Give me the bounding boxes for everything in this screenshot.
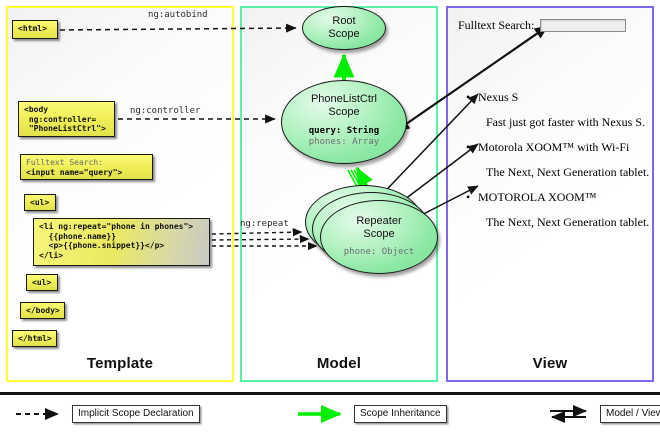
code-text-ul-open-2: <ul> bbox=[32, 278, 52, 287]
code-text-body-close: </body> bbox=[26, 306, 60, 315]
scope-phonelistctrl-props: query: String phones: Array bbox=[282, 126, 406, 148]
view-phone-name-text-0: Nexus S bbox=[478, 90, 519, 104]
bullet-icon: • bbox=[466, 140, 471, 154]
bullet-icon: • bbox=[466, 90, 471, 104]
code-text-search-label: Fulltext Search: bbox=[26, 158, 104, 167]
view-search-label: Fulltext Search: bbox=[458, 18, 535, 32]
legend-item-data-binding: Model / View Data-binding bbox=[548, 404, 660, 424]
view-content: Fulltext Search: • Nexus S Fast just got… bbox=[452, 12, 650, 376]
code-box-body-open: <body ng:controller= "PhoneListCtrl"> bbox=[18, 101, 115, 137]
legend-label-2: Model / View Data-binding bbox=[600, 405, 660, 423]
scope-prop-phones: phones: Array bbox=[308, 137, 380, 147]
code-box-li-repeat: <li ng:repeat="phone in phones"> {{phone… bbox=[33, 218, 210, 266]
legend-label-0: Implicit Scope Declaration bbox=[72, 405, 200, 423]
legend-label-1: Scope Inheritance bbox=[354, 405, 447, 423]
code-box-html-close: </html> bbox=[12, 330, 57, 347]
view-phone-snippet-1: The Next, Next Generation tablet. bbox=[486, 165, 650, 179]
legend-item-implicit-scope-declaration: Implicit Scope Declaration bbox=[14, 404, 200, 424]
legend-divider bbox=[0, 392, 660, 395]
code-box-html-open: <html> bbox=[12, 20, 58, 39]
code-text-html-close: </html> bbox=[18, 334, 52, 343]
code-box-body-close: </body> bbox=[20, 302, 65, 319]
solid-green-arrow-icon bbox=[298, 404, 342, 424]
code-box-ul-open-1: <ul> bbox=[24, 194, 56, 211]
code-text-body-open: <body ng:controller= "PhoneListCtrl"> bbox=[24, 105, 106, 133]
legend-item-scope-inheritance: Scope Inheritance bbox=[296, 404, 447, 424]
scope-prop-phone: phone: Object bbox=[343, 247, 415, 257]
view-phone-snippet-2: The Next, Next Generation tablet. bbox=[486, 215, 650, 229]
code-text-ul-open-1: <ul> bbox=[30, 198, 50, 207]
view-phone-snippet-0: Fast just got faster with Nexus S. bbox=[486, 115, 645, 129]
scope-repeater-props: phone: Object bbox=[321, 247, 437, 258]
view-phone-name-2: • MOTOROLA XOOM™ bbox=[466, 190, 597, 205]
code-box-search: Fulltext Search: <input name="query"> bbox=[20, 154, 153, 180]
bullet-icon: • bbox=[466, 190, 471, 204]
view-search-input[interactable] bbox=[540, 19, 627, 32]
view-search-row: Fulltext Search: bbox=[458, 18, 627, 33]
panel-view-label: View bbox=[532, 355, 568, 372]
code-text-li-repeat: <li ng:repeat="phone in phones"> {{phone… bbox=[39, 222, 194, 260]
panel-template-label: Template bbox=[86, 355, 154, 372]
code-text-search-input: <input name="query"> bbox=[26, 167, 123, 177]
view-phone-name-0: • Nexus S bbox=[466, 90, 519, 105]
edge-label-ng-controller: ng:controller bbox=[130, 106, 201, 116]
view-phone-name-1: • Motorola XOOM™ with Wi-Fi bbox=[466, 140, 630, 155]
view-phone-name-text-1: Motorola XOOM™ with Wi-Fi bbox=[478, 140, 630, 154]
edge-label-ng-repeat: ng:repeat bbox=[240, 219, 289, 229]
panel-model-label: Model bbox=[316, 355, 362, 372]
double-arrow-icon bbox=[550, 405, 587, 423]
edge-label-ng-autobind: ng:autobind bbox=[148, 10, 208, 20]
dashed-arrow-icon bbox=[16, 408, 59, 420]
scope-prop-query: query: String bbox=[308, 126, 380, 136]
view-phone-name-text-2: MOTOROLA XOOM™ bbox=[478, 190, 597, 204]
code-text-html-open: <html> bbox=[18, 24, 47, 33]
code-box-ul-open-2: <ul> bbox=[26, 274, 58, 291]
